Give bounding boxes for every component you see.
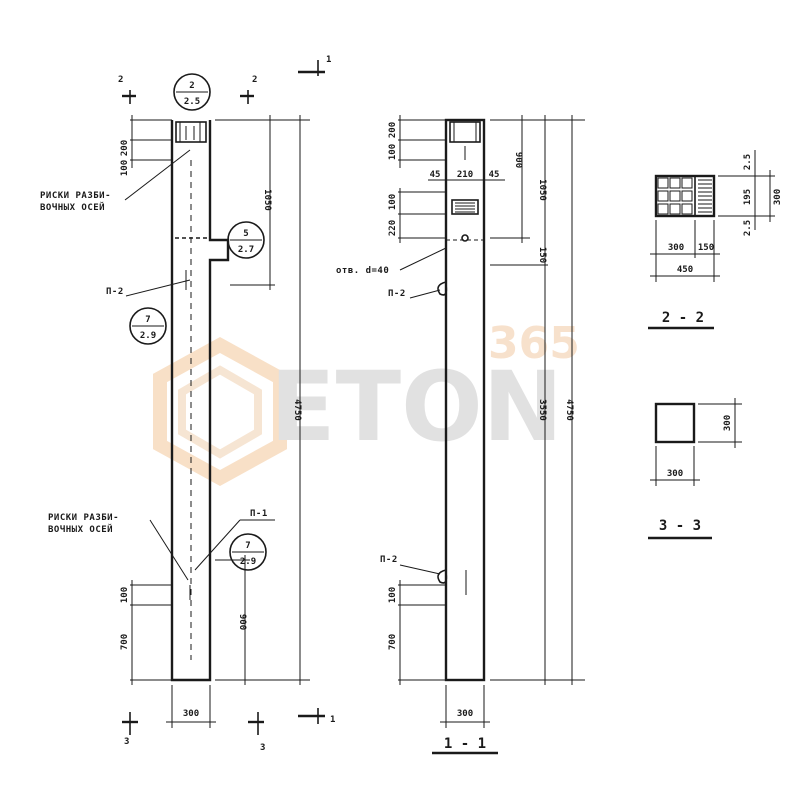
right-dim-w-right: 45 — [489, 170, 500, 180]
watermark-number: 365 — [488, 318, 580, 369]
section-mark-3-right: 3 — [248, 712, 265, 753]
watermark-logo-inner — [178, 365, 262, 459]
right-dim-bottom-a: 100 — [388, 587, 398, 603]
right-dim-width: 300 — [457, 709, 473, 719]
section-mark-3-left: 3 — [122, 712, 138, 747]
svg-text:2: 2 — [118, 75, 123, 85]
section-title-2-2: 2 - 2 — [662, 310, 704, 326]
s22-dim-w150: 150 — [698, 243, 714, 253]
right-loop-bottom[interactable] — [437, 569, 448, 584]
left-dim-top-a: 200 — [120, 140, 130, 156]
section-mark-2-left: 2 — [118, 75, 136, 104]
left-dim-bottom-a: 100 — [120, 587, 130, 603]
right-loop-top[interactable] — [437, 281, 448, 296]
svg-text:1: 1 — [326, 55, 331, 65]
svg-text:5: 5 — [243, 229, 248, 239]
right-dim-w-mid: 210 — [457, 170, 473, 180]
right-label-p2-bottom: П-2 — [380, 555, 398, 565]
svg-text:3: 3 — [260, 743, 265, 753]
callout-top[interactable]: 2 2.5 — [173, 73, 211, 111]
right-dim-mid-a: 100 — [388, 194, 398, 210]
svg-text:7: 7 — [245, 541, 250, 551]
section-2-2: 2.5 195 300 2.5 300 150 450 2 - 2 — [648, 150, 783, 330]
s22-dim-w450: 450 — [677, 265, 693, 275]
svg-text:2.5: 2.5 — [184, 97, 200, 107]
left-dim-upper-height: 1050 — [262, 189, 272, 211]
left-dim-bottom-b: 700 — [120, 634, 130, 650]
left-label-p1: П-1 — [250, 509, 268, 519]
s22-dim-300: 300 — [773, 189, 783, 205]
right-dim-h-4750: 4750 — [564, 399, 574, 421]
svg-text:2.9: 2.9 — [240, 557, 256, 567]
section-3-3: 300 300 3 - 3 — [648, 398, 742, 540]
svg-text:1: 1 — [330, 715, 335, 725]
right-label-p2-top: П-2 — [388, 289, 406, 299]
left-dim-bottom-c: 900 — [237, 614, 247, 630]
right-label-hole: отв. d=40 — [336, 266, 389, 276]
s22-dim-w300: 300 — [668, 243, 684, 253]
left-column-head — [175, 121, 207, 143]
watermark-brand: ETON — [270, 351, 563, 463]
right-column-head — [449, 121, 481, 143]
right-view: 200 100 45 210 45 100 220 отв. d=40 П-2 … — [336, 115, 585, 755]
section-mark-1-top: 1 — [298, 55, 331, 76]
svg-text:2.9: 2.9 — [140, 331, 156, 341]
right-dim-h-3550: 3550 — [537, 399, 547, 421]
svg-text:7: 7 — [145, 315, 150, 325]
left-label-axes-bottom-1: РИСКИ РАЗБИ- — [48, 513, 119, 523]
callout-low-1[interactable]: 7 2.9 — [129, 307, 167, 345]
s33-dim-h: 300 — [723, 415, 733, 431]
svg-text:2: 2 — [252, 75, 257, 85]
section-title-1-1: 1 - 1 — [444, 736, 486, 752]
s22-dim-195: 195 — [743, 189, 753, 205]
s22-dim-left: 2.5 — [743, 220, 753, 236]
right-dim-mid-b: 220 — [388, 220, 398, 236]
left-label-p2: П-2 — [106, 287, 124, 297]
s22-dim-top: 2.5 — [743, 154, 753, 170]
right-dim-h-900: 900 — [513, 152, 523, 168]
svg-text:2.7: 2.7 — [238, 245, 254, 255]
watermark-logo-hexagon — [153, 337, 287, 486]
left-dim-width: 300 — [183, 709, 199, 719]
right-dim-w-left: 45 — [430, 170, 441, 180]
section-mark-1-bottom: 1 — [298, 708, 335, 725]
left-column-outline — [170, 120, 230, 682]
watermark: ETON 365 — [153, 318, 580, 486]
left-dim-total-height: 4750 — [292, 399, 302, 421]
left-label-axes-bottom-2: ВОЧНЫХ ОСЕЙ — [48, 523, 113, 535]
left-view: 200 100 1050 4750 900 100 700 300 РИСКИ … — [40, 55, 335, 753]
callout-low-2[interactable]: 7 2.9 — [229, 533, 267, 571]
section-mark-2-right: 2 — [240, 75, 257, 104]
section-2-2-body — [654, 174, 716, 218]
callout-mid[interactable]: 5 2.7 — [227, 221, 265, 259]
right-dim-h-1050: 1050 — [537, 179, 547, 201]
section-title-3-3: 3 - 3 — [659, 518, 701, 534]
left-dim-top-b: 100 — [120, 160, 130, 176]
right-dim-bottom-b: 700 — [388, 634, 398, 650]
right-embed-plate — [451, 199, 479, 215]
right-dim-h-150: 150 — [537, 247, 547, 263]
svg-text:3: 3 — [124, 737, 129, 747]
right-dim-top-b: 100 — [388, 144, 398, 160]
left-label-axes-top-2: ВОЧНЫХ ОСЕЙ — [40, 201, 105, 213]
section-3-3-body — [654, 402, 696, 444]
left-label-axes-top-1: РИСКИ РАЗБИ- — [40, 191, 111, 201]
right-hole — [461, 234, 469, 242]
right-column-outline — [444, 118, 486, 682]
s33-dim-w: 300 — [667, 469, 683, 479]
svg-text:2: 2 — [189, 81, 194, 91]
right-dim-top-a: 200 — [388, 122, 398, 138]
